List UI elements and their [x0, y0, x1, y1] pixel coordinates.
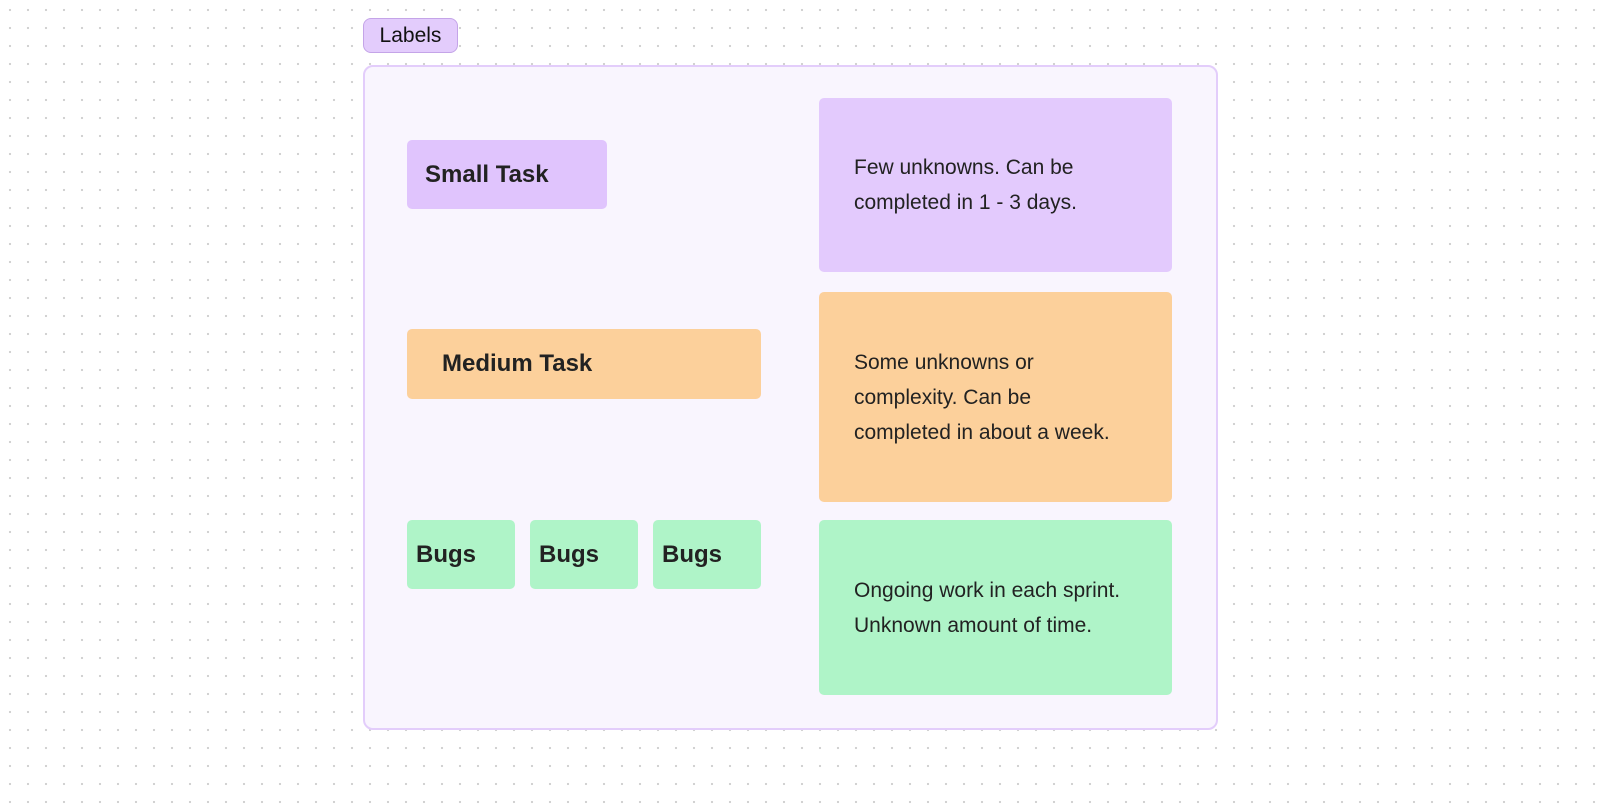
medium-task-description[interactable]: Some unknowns or complexity. Can be comp…	[819, 292, 1172, 502]
bugs-chip[interactable]: Bugs	[407, 520, 515, 589]
small-task-description[interactable]: Few unknowns. Can be completed in 1 - 3 …	[819, 98, 1172, 272]
bugs-description[interactable]: Ongoing work in each sprint. Unknown amo…	[819, 520, 1172, 695]
section-label-tag[interactable]: Labels	[363, 18, 458, 53]
bugs-chip[interactable]: Bugs	[530, 520, 638, 589]
small-task-chip[interactable]: Small Task	[407, 140, 607, 209]
bugs-chip[interactable]: Bugs	[653, 520, 761, 589]
medium-task-chip[interactable]: Medium Task	[407, 329, 761, 399]
